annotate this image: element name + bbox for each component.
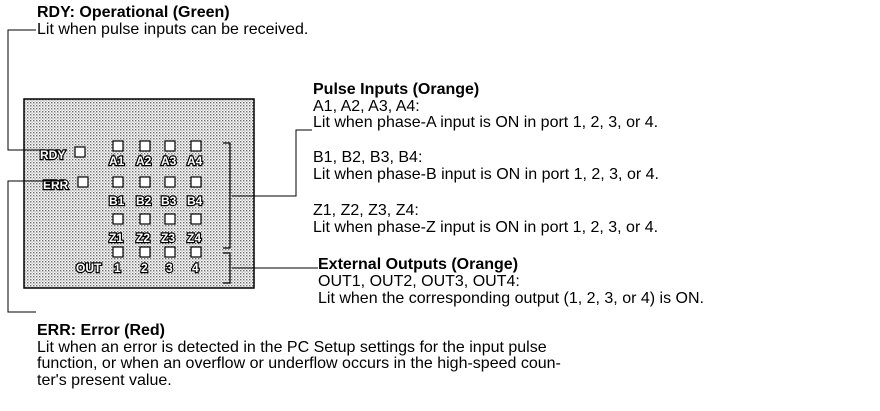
err-description-line-2: function, or when an overflow or underfl…	[37, 355, 561, 372]
led-z3	[164, 213, 176, 225]
led-z4	[190, 213, 202, 225]
led-label-b2: B2	[136, 194, 152, 208]
row-z-labels: Z1 Z2 Z3 Z4	[108, 230, 203, 246]
pulse-z-ports: Z1, Z2, Z3, Z4:	[313, 202, 419, 219]
led-label-a1: A1	[109, 154, 125, 168]
rdy-description: Lit when pulse inputs can be received.	[37, 21, 309, 38]
row-out-labels: 1 2 3 4	[113, 260, 200, 276]
rdy-panel-label: RDY	[40, 148, 65, 162]
led-out4	[190, 246, 202, 258]
led-rdy	[74, 146, 86, 158]
pulse-b-ports: B1, B2, B3, B4:	[313, 149, 423, 166]
pulse-inputs-title: Pulse Inputs (Orange)	[313, 81, 480, 98]
led-label-z3: Z3	[161, 231, 175, 245]
led-out1	[112, 246, 124, 258]
leader-err	[7, 180, 64, 313]
led-z2	[139, 213, 151, 225]
led-label-b1: B1	[109, 194, 125, 208]
led-out3	[164, 246, 176, 258]
led-label-a3: A3	[161, 154, 177, 168]
led-label-z4: Z4	[187, 231, 201, 245]
pulse-z-description: Lit when phase-Z input is ON in port 1, …	[313, 219, 659, 236]
bracket-outputs	[223, 252, 231, 284]
outputs-ports: OUT1, OUT2, OUT3, OUT4:	[318, 273, 520, 290]
led-label-out3: 3	[166, 261, 173, 275]
led-label-b4: B4	[187, 194, 203, 208]
pulse-a-ports: A1, A2, A3, A4:	[313, 98, 420, 115]
led-b4	[190, 176, 202, 188]
led-label-out4: 4	[192, 261, 199, 275]
rdy-title: RDY: Operational (Green)	[37, 4, 230, 21]
err-panel-label: ERR	[43, 178, 69, 192]
row-a-labels: A1 A2 A3 A4	[108, 153, 204, 169]
led-b1	[112, 176, 124, 188]
led-a2	[139, 140, 151, 152]
led-grid	[74, 140, 202, 258]
outputs-title: External Outputs (Orange)	[318, 256, 519, 273]
out-panel-label: OUT	[76, 261, 102, 275]
led-label-a4: A4	[187, 154, 203, 168]
led-err	[77, 176, 89, 188]
pulse-b-description: Lit when phase-B input is ON in port 1, …	[313, 166, 659, 183]
led-label-z1: Z1	[109, 231, 123, 245]
pulse-a-description: Lit when phase-A input is ON in port 1, …	[313, 114, 659, 131]
led-label-a2: A2	[136, 154, 152, 168]
err-description-line-3: ter's present value.	[37, 372, 172, 389]
leader-pulse	[232, 129, 312, 197]
led-label-b3: B3	[161, 194, 177, 208]
led-out2	[139, 246, 151, 258]
outputs-description: Lit when the corresponding output (1, 2,…	[318, 290, 704, 307]
led-label-out2: 2	[141, 261, 148, 275]
led-a1	[112, 140, 124, 152]
led-label-out1: 1	[114, 261, 121, 275]
leader-rdy	[7, 29, 60, 151]
row-b-labels: B1 B2 B3 B4	[108, 193, 204, 209]
led-label-z2: Z2	[136, 231, 150, 245]
err-description-line-1: Lit when an error is detected in the PC …	[37, 339, 547, 356]
led-a4	[190, 140, 202, 152]
led-b2	[139, 176, 151, 188]
led-z1	[112, 213, 124, 225]
panel-background	[23, 98, 255, 289]
led-a3	[164, 140, 176, 152]
led-b3	[164, 176, 176, 188]
err-title: ERR: Error (Red)	[37, 322, 166, 339]
bracket-pulse-inputs	[223, 142, 231, 249]
